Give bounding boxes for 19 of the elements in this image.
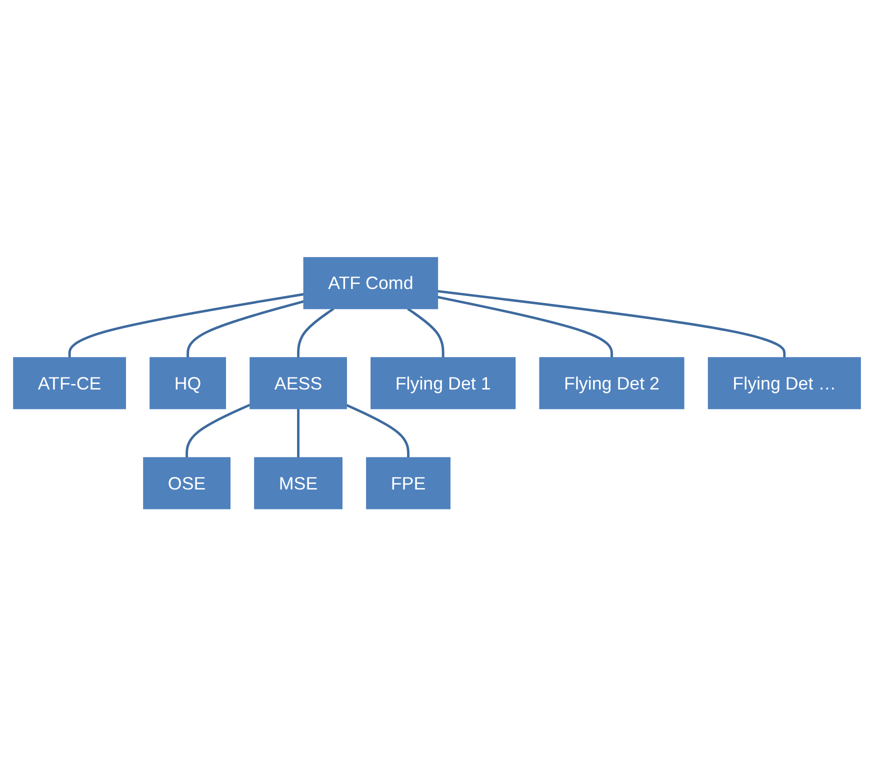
node-box: AESS bbox=[250, 357, 347, 410]
node-box: ATF Comd bbox=[303, 257, 438, 310]
node-box: Flying Det … bbox=[708, 357, 861, 410]
node-box: FPE bbox=[366, 458, 450, 510]
connector bbox=[438, 290, 786, 358]
node-box: Flying Det 1 bbox=[370, 357, 516, 410]
connector bbox=[68, 293, 304, 358]
node-box: Flying Det 2 bbox=[539, 357, 684, 410]
node-box: HQ bbox=[150, 357, 226, 410]
connector bbox=[297, 308, 334, 358]
node-box: ATF-CE bbox=[13, 357, 126, 410]
connector bbox=[437, 296, 613, 358]
connector bbox=[297, 409, 300, 458]
node-box: MSE bbox=[254, 458, 342, 510]
connector bbox=[346, 404, 410, 458]
connector bbox=[186, 300, 304, 358]
connector bbox=[186, 404, 251, 458]
node-box: OSE bbox=[143, 458, 230, 510]
connector bbox=[407, 308, 444, 358]
